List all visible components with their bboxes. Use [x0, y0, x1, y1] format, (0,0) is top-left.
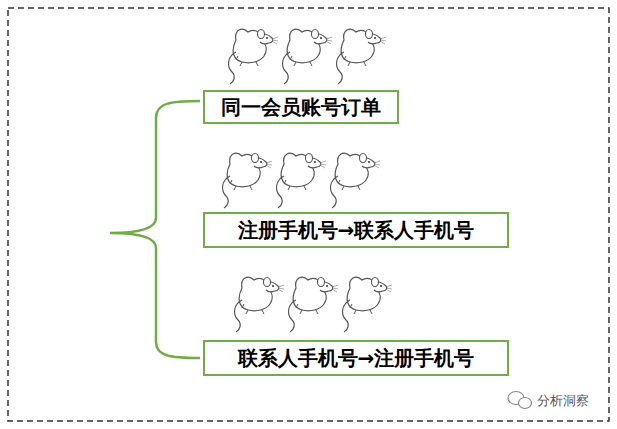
curly-bracket: [110, 101, 200, 358]
process-box: 同一会员账号订单: [203, 90, 399, 124]
watermark: 分析洞察: [537, 392, 589, 410]
mouse-group: [229, 29, 386, 84]
box-text: 同一会员账号订单: [221, 95, 381, 119]
box-text: 注册手机号→联系人手机号: [238, 218, 475, 242]
dashed-frame: [8, 8, 609, 421]
mouse-group: [235, 277, 392, 332]
process-box: 联系人手机号→注册手机号: [203, 340, 509, 376]
box-text: 联系人手机号→注册手机号: [238, 346, 475, 370]
process-box: 注册手机号→联系人手机号: [203, 212, 509, 248]
mouse-group: [223, 153, 380, 208]
wechat-icon: [508, 392, 532, 409]
